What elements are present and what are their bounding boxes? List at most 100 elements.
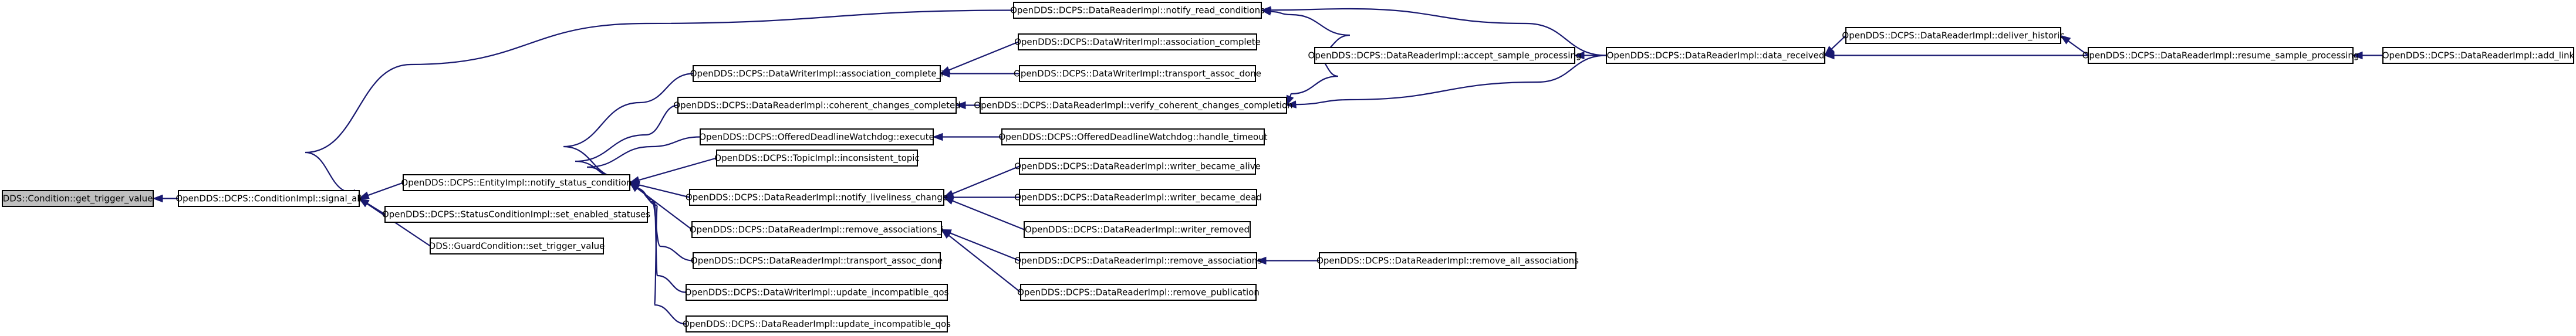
node-remove-all-associations[interactable]: OpenDDS::DCPS::DataReaderImpl::remove_al…	[1316, 252, 1579, 269]
node-handle-timeout[interactable]: OpenDDS::DCPS::OfferedDeadlineWatchdog::…	[998, 128, 1268, 145]
node-box[interactable]	[1019, 252, 1257, 269]
node-box[interactable]	[689, 189, 944, 206]
node-resume-sample-processing[interactable]: OpenDDS::DCPS::DataReaderImpl::resume_sa…	[2082, 47, 2359, 64]
arrowhead-icon	[1260, 6, 1271, 14]
call-edge	[637, 188, 687, 325]
call-edge	[2068, 40, 2089, 56]
node-box[interactable]	[693, 65, 941, 82]
node-label: OpenDDS::DCPS::DataReaderImpl::deliver_h…	[1842, 30, 2064, 42]
node-notify-status-condition[interactable]: OpenDDS::DCPS::EntityImpl::notify_status…	[401, 174, 632, 191]
call-edge	[639, 157, 717, 181]
node-association-complete[interactable]: OpenDDS::DCPS::DataWriterImpl::associati…	[1014, 33, 1261, 50]
node-box[interactable]	[2088, 47, 2354, 64]
node-signal-all[interactable]: OpenDDS::DCPS::ConditionImpl::signal_all	[175, 190, 362, 207]
node-box[interactable]	[384, 206, 648, 223]
node-writer-removed[interactable]: OpenDDS::DCPS::DataReaderImpl::writer_re…	[1024, 221, 1251, 238]
node-label: OpenDDS::DCPS::DataReaderImpl::verify_co…	[974, 100, 1292, 111]
node-label: OpenDDS::DCPS::DataReaderImpl::coherent_…	[673, 100, 960, 111]
node-label: OpenDDS::DCPS::StatusConditionImpl::set_…	[382, 209, 650, 220]
arrowhead-icon	[939, 69, 950, 78]
call-edge	[305, 9, 1014, 194]
node-writer-became-alive[interactable]: OpenDDS::DCPS::DataReaderImpl::writer_be…	[1014, 158, 1261, 175]
call-edge	[563, 73, 694, 179]
node-association-complete-i[interactable]: OpenDDS::DCPS::DataWriterImpl::associati…	[690, 65, 943, 82]
call-edge	[637, 188, 687, 293]
node-box[interactable]	[1020, 284, 1257, 301]
node-label: OpenDDS::DCPS::DataReaderImpl::add_link	[2382, 50, 2575, 62]
node-verify-coherent-changes-completion[interactable]: OpenDDS::DCPS::DataReaderImpl::verify_co…	[974, 97, 1293, 114]
call-edge	[1289, 55, 1339, 97]
node-box[interactable]	[686, 315, 948, 332]
node-box[interactable]	[178, 190, 360, 207]
node-label: OpenDDS::DCPS::DataWriterImpl::transport…	[1014, 69, 1261, 80]
node-box[interactable]	[1018, 33, 1257, 50]
node-label: OpenDDS::DCPS::DataWriterImpl::associati…	[1014, 37, 1261, 48]
node-box[interactable]	[1606, 47, 1825, 64]
node-label: OpenDDS::DCPS::EntityImpl::notify_status…	[401, 178, 632, 189]
node-box[interactable]	[2, 190, 154, 207]
node-box[interactable]	[1019, 65, 1256, 82]
node-label: OpenDDS::DCPS::DataReaderImpl::remove_as…	[1014, 256, 1262, 267]
node-dw-transport-assoc-done[interactable]: OpenDDS::DCPS::DataWriterImpl::transport…	[1014, 65, 1261, 82]
node-box[interactable]	[1013, 2, 1262, 19]
node-box[interactable]	[716, 150, 918, 167]
node-box[interactable]	[686, 284, 948, 301]
node-notify-read-conditions[interactable]: OpenDDS::DCPS::DataReaderImpl::notify_re…	[1010, 2, 1265, 19]
node-label: DDS::GuardCondition::set_trigger_value	[429, 241, 605, 252]
node-set-enabled-statuses[interactable]: OpenDDS::DCPS::StatusConditionImpl::set_…	[382, 206, 650, 223]
node-box[interactable]	[693, 252, 941, 269]
node-add-link[interactable]: OpenDDS::DCPS::DataReaderImpl::add_link	[2382, 47, 2575, 64]
node-label: OpenDDS::DCPS::DataReaderImpl::update_in…	[683, 319, 951, 330]
node-box[interactable]	[403, 174, 630, 191]
call-edge	[948, 235, 1021, 293]
call-edge	[952, 200, 1025, 230]
arrowhead-icon	[932, 133, 943, 141]
node-remove-publication[interactable]: OpenDDS::DCPS::DataReaderImpl::remove_pu…	[1017, 284, 1260, 301]
node-set-trigger-value[interactable]: DDS::GuardCondition::set_trigger_value	[429, 237, 605, 254]
call-edge	[950, 232, 1020, 262]
arrowhead-icon	[1824, 51, 1835, 60]
node-box[interactable]	[1001, 128, 1265, 145]
node-box[interactable]	[430, 237, 604, 254]
node-label: OpenDDS::DCPS::DataReaderImpl::notify_li…	[686, 192, 948, 203]
node-notify-liveliness-change[interactable]: OpenDDS::DCPS::DataReaderImpl::notify_li…	[686, 189, 948, 206]
node-label: OpenDDS::DCPS::DataWriterImpl::associati…	[690, 69, 943, 80]
node-label: OpenDDS::DCPS::DataReaderImpl::resume_sa…	[2082, 50, 2359, 62]
node-coherent-changes-completed[interactable]: OpenDDS::DCPS::DataReaderImpl::coherent_…	[673, 97, 961, 114]
node-box[interactable]	[700, 128, 934, 145]
call-edge	[366, 203, 431, 247]
arrowhead-icon	[1574, 51, 1585, 60]
node-box[interactable]	[691, 221, 942, 238]
node-accept-sample-processing[interactable]: OpenDDS::DCPS::DataReaderImpl::accept_sa…	[1308, 47, 1582, 64]
node-remove-associations[interactable]: OpenDDS::DCPS::DataReaderImpl::remove_as…	[1014, 252, 1262, 269]
call-edge	[1270, 11, 1351, 56]
node-box[interactable]	[1314, 47, 1575, 64]
node-box[interactable]	[1845, 27, 2061, 44]
node-writer-became-dead[interactable]: OpenDDS::DCPS::DataReaderImpl::writer_be…	[1014, 189, 1262, 206]
node-box[interactable]	[980, 97, 1287, 114]
arrowhead-icon	[152, 194, 163, 203]
node-box[interactable]	[1019, 189, 1257, 206]
node-get-trigger-value[interactable]: DDS::Condition::get_trigger_value	[2, 190, 154, 207]
call-edge	[367, 182, 404, 196]
node-label: OpenDDS::DCPS::ConditionImpl::signal_all	[175, 194, 362, 205]
node-box[interactable]	[1024, 221, 1251, 238]
node-box[interactable]	[2382, 47, 2574, 64]
node-inconsistent-topic[interactable]: OpenDDS::DCPS::TopicImpl::inconsistent_t…	[714, 150, 920, 167]
node-deliver-historic[interactable]: OpenDDS::DCPS::DataReaderImpl::deliver_h…	[1842, 27, 2065, 44]
node-label: OpenDDS::DCPS::DataReaderImpl::accept_sa…	[1308, 50, 1582, 62]
node-remove-associations-i[interactable]: OpenDDS::DCPS::DataReaderImpl::remove_as…	[690, 221, 944, 238]
node-dr-update-incompatible-qos[interactable]: OpenDDS::DCPS::DataReaderImpl::update_in…	[683, 315, 951, 332]
node-dr-transport-assoc-done[interactable]: OpenDDS::DCPS::DataReaderImpl::transport…	[691, 252, 943, 269]
node-box[interactable]	[1019, 158, 1256, 175]
arrowhead-icon	[2060, 35, 2071, 45]
node-offered-execute[interactable]: OpenDDS::DCPS::OfferedDeadlineWatchdog::…	[699, 128, 934, 145]
node-dw-update-incompatible-qos[interactable]: OpenDDS::DCPS::DataWriterImpl::update_in…	[685, 284, 949, 301]
node-data-received[interactable]: OpenDDS::DCPS::DataReaderImpl::data_rece…	[1606, 47, 1825, 64]
node-label: OpenDDS::DCPS::DataReaderImpl::writer_be…	[1014, 192, 1262, 203]
node-box[interactable]	[677, 97, 957, 114]
call-edge	[948, 41, 1019, 71]
node-label: OpenDDS::DCPS::DataReaderImpl::data_rece…	[1607, 50, 1825, 62]
node-box[interactable]	[1319, 252, 1576, 269]
